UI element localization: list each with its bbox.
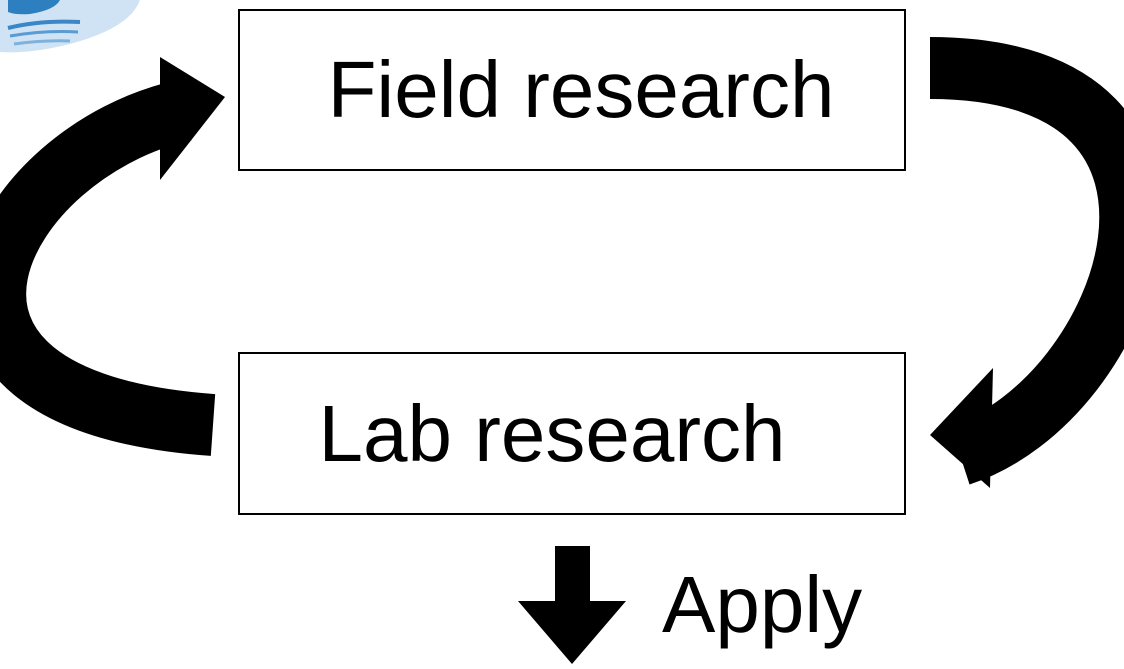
node-field-research: Field research <box>238 9 906 171</box>
node-lab-research-label: Lab research <box>318 388 786 478</box>
apply-down-arrow <box>518 546 626 664</box>
node-lab-research: Lab research <box>238 352 906 515</box>
node-field-research-label: Field research <box>327 45 835 134</box>
apply-label: Apply <box>662 560 863 649</box>
arrow-lab-to-field-head <box>160 57 225 180</box>
arrow-lab-to-field <box>0 79 216 456</box>
arrow-field-to-lab-head <box>930 368 993 488</box>
logo-icon <box>0 0 140 53</box>
arrow-field-to-lab <box>929 37 1124 485</box>
